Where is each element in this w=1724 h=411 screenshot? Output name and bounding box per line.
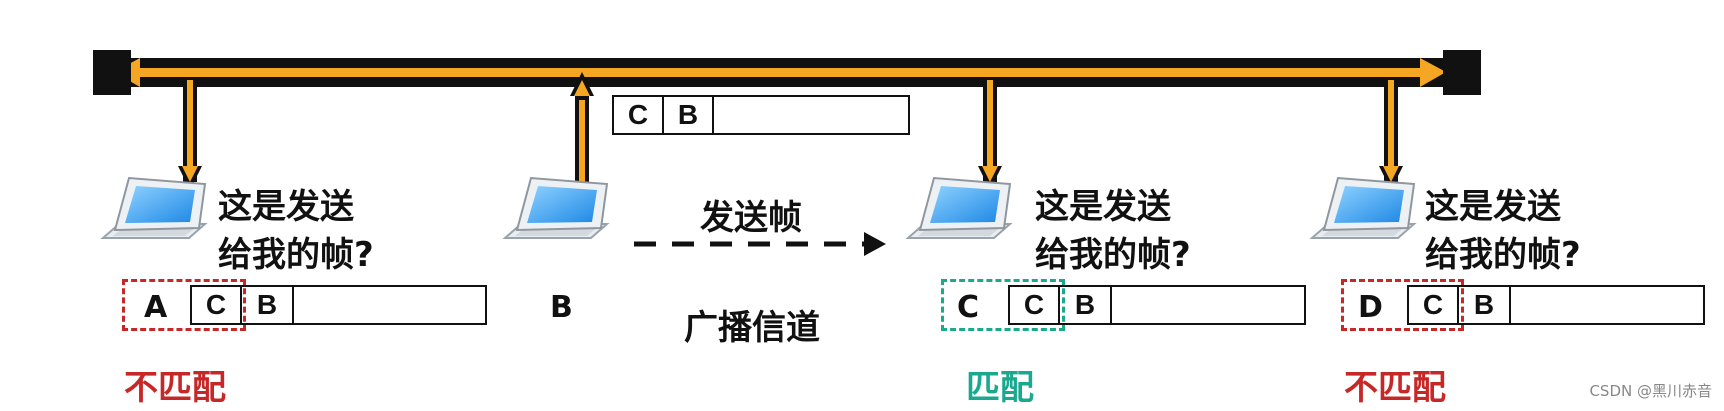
sender-label: B (550, 290, 573, 325)
question-line-2: 给我的帧? (1035, 235, 1191, 275)
frame-payload (1509, 287, 1703, 323)
bus-frame: C B (612, 95, 910, 135)
send-arrow-icon (634, 232, 886, 256)
frame-src-cell: B (256, 289, 278, 320)
computer-a-icon (102, 177, 206, 239)
bus-terminator-left (93, 50, 131, 95)
frame-payload (292, 287, 485, 323)
receiver-a-compare-box (122, 279, 246, 331)
frame-dst-cell: C (192, 287, 242, 323)
receiver-a-status: 不匹配 (124, 368, 226, 408)
computer-c-icon (907, 177, 1011, 239)
receiver-c-question: 这是发送 给我的帧? (1035, 183, 1191, 279)
receiver-d-question: 这是发送 给我的帧? (1425, 183, 1581, 279)
receiver-d-compare-box (1341, 279, 1464, 331)
receiver-a-frame: C B (190, 285, 487, 325)
drop-line-c (978, 80, 1002, 190)
watermark: CSDN @黑川赤音 (1589, 382, 1712, 400)
drop-line-b (570, 72, 594, 196)
frame-payload (714, 97, 908, 133)
receiver-d-address: D (1358, 290, 1383, 325)
question-line-1: 这是发送 (1425, 187, 1561, 227)
frame-dst-cell: C (614, 97, 664, 133)
frame-src-cell: B (1074, 289, 1096, 320)
bus-terminator-right (1443, 50, 1481, 95)
question-line-2: 给我的帧? (1425, 235, 1581, 275)
receiver-a-address: A (144, 290, 168, 325)
frame-dst-cell: C (1409, 287, 1459, 323)
question-line-1: 这是发送 (218, 187, 354, 227)
question-line-2: 给我的帧? (218, 235, 374, 275)
receiver-c-address: C (957, 290, 980, 325)
send-frame-label: 发送帧 (700, 198, 802, 238)
receiver-d-status: 不匹配 (1344, 368, 1446, 408)
receiver-c-frame: C B (1008, 285, 1306, 325)
receiver-c-status: 匹配 (966, 368, 1034, 408)
question-line-1: 这是发送 (1035, 187, 1171, 227)
drop-line-d (1379, 80, 1403, 190)
frame-payload (1110, 287, 1304, 323)
frame-src-cell: B (1473, 289, 1495, 320)
frame-dst-cell: C (1010, 287, 1060, 323)
frame-src-cell: B (664, 97, 714, 133)
computer-d-icon (1311, 177, 1415, 239)
channel-label: 广播信道 (684, 308, 820, 348)
drop-line-a (178, 80, 202, 190)
receiver-d-frame: C B (1407, 285, 1705, 325)
receiver-c-compare-box (941, 279, 1065, 331)
receiver-a-question: 这是发送 给我的帧? (218, 183, 374, 279)
computer-b-icon (504, 177, 608, 239)
shared-bus (93, 50, 1481, 95)
